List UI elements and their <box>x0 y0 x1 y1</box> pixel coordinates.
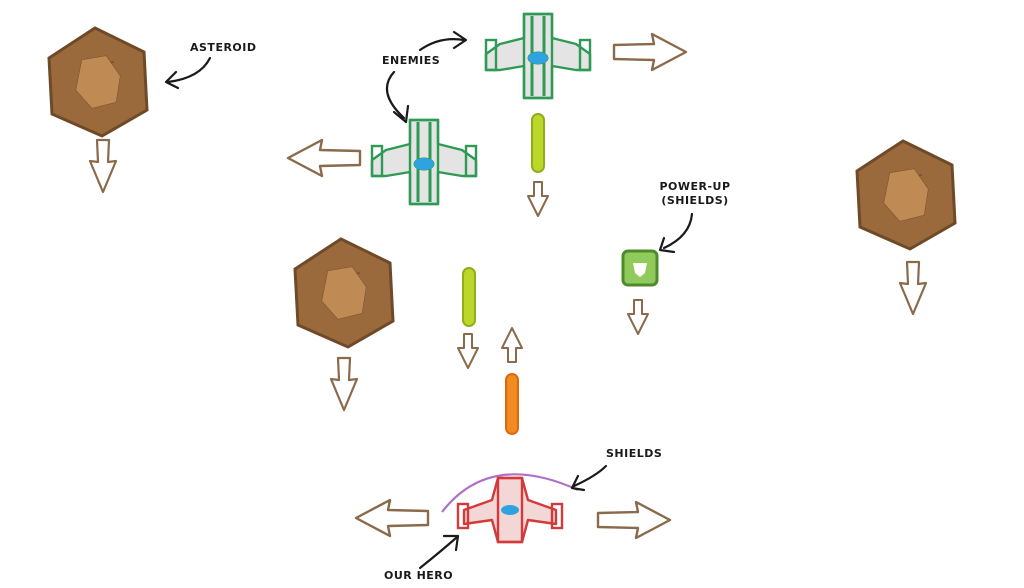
powerup-down-arrow <box>627 299 649 335</box>
hero-move-left-arrow <box>354 498 430 538</box>
shields-callout-arrow <box>572 464 608 488</box>
hero-callout-arrow <box>418 536 458 570</box>
enemy-laser-down-arrow <box>527 181 549 217</box>
hero-move-right-arrow <box>596 500 672 540</box>
movement-arrows <box>88 32 928 540</box>
enemy-ship-left <box>370 118 478 206</box>
label-power-up-line1: POWER-UP <box>659 180 731 193</box>
label-shields: SHIELDS <box>606 447 663 460</box>
hero-laser-up-arrow <box>501 327 523 363</box>
enemies-callout-arrow-1 <box>418 38 466 52</box>
enemy-top-move-right-arrow <box>612 32 688 72</box>
asteroid-callout-arrow <box>166 56 212 84</box>
powerup-shields <box>621 249 659 287</box>
asteroid-cores <box>76 56 928 319</box>
cockpit <box>528 52 548 64</box>
enemy-laser-2-down-arrow <box>457 333 479 369</box>
shield-icon <box>633 263 647 277</box>
cockpit <box>414 158 434 170</box>
label-our-hero: OUR HERO <box>384 569 454 582</box>
enemies-callout-arrow-2 <box>385 70 406 120</box>
asteroid-middle-fall-arrow <box>329 356 359 412</box>
asteroid-top-left-fall-arrow <box>88 138 118 194</box>
annotation-arrows <box>164 30 694 570</box>
enemy-left-move-left-arrow <box>286 138 362 178</box>
enemy-laser-1 <box>531 113 545 173</box>
label-enemies: ENEMIES <box>382 54 441 67</box>
powerup-callout-arrow <box>662 212 694 250</box>
label-asteroid: ASTEROID <box>190 41 257 54</box>
hero-ship <box>441 473 579 544</box>
shield-arc <box>441 473 579 513</box>
enemy-ship-top <box>484 12 592 100</box>
hero-laser <box>505 373 519 435</box>
enemy-laser-2 <box>462 267 476 327</box>
label-power-up-line2: (SHIELDS) <box>661 194 729 207</box>
cockpit <box>501 505 519 515</box>
label-power-up: POWER-UP (SHIELDS) <box>650 180 740 208</box>
asteroid-right-fall-arrow <box>898 260 928 316</box>
